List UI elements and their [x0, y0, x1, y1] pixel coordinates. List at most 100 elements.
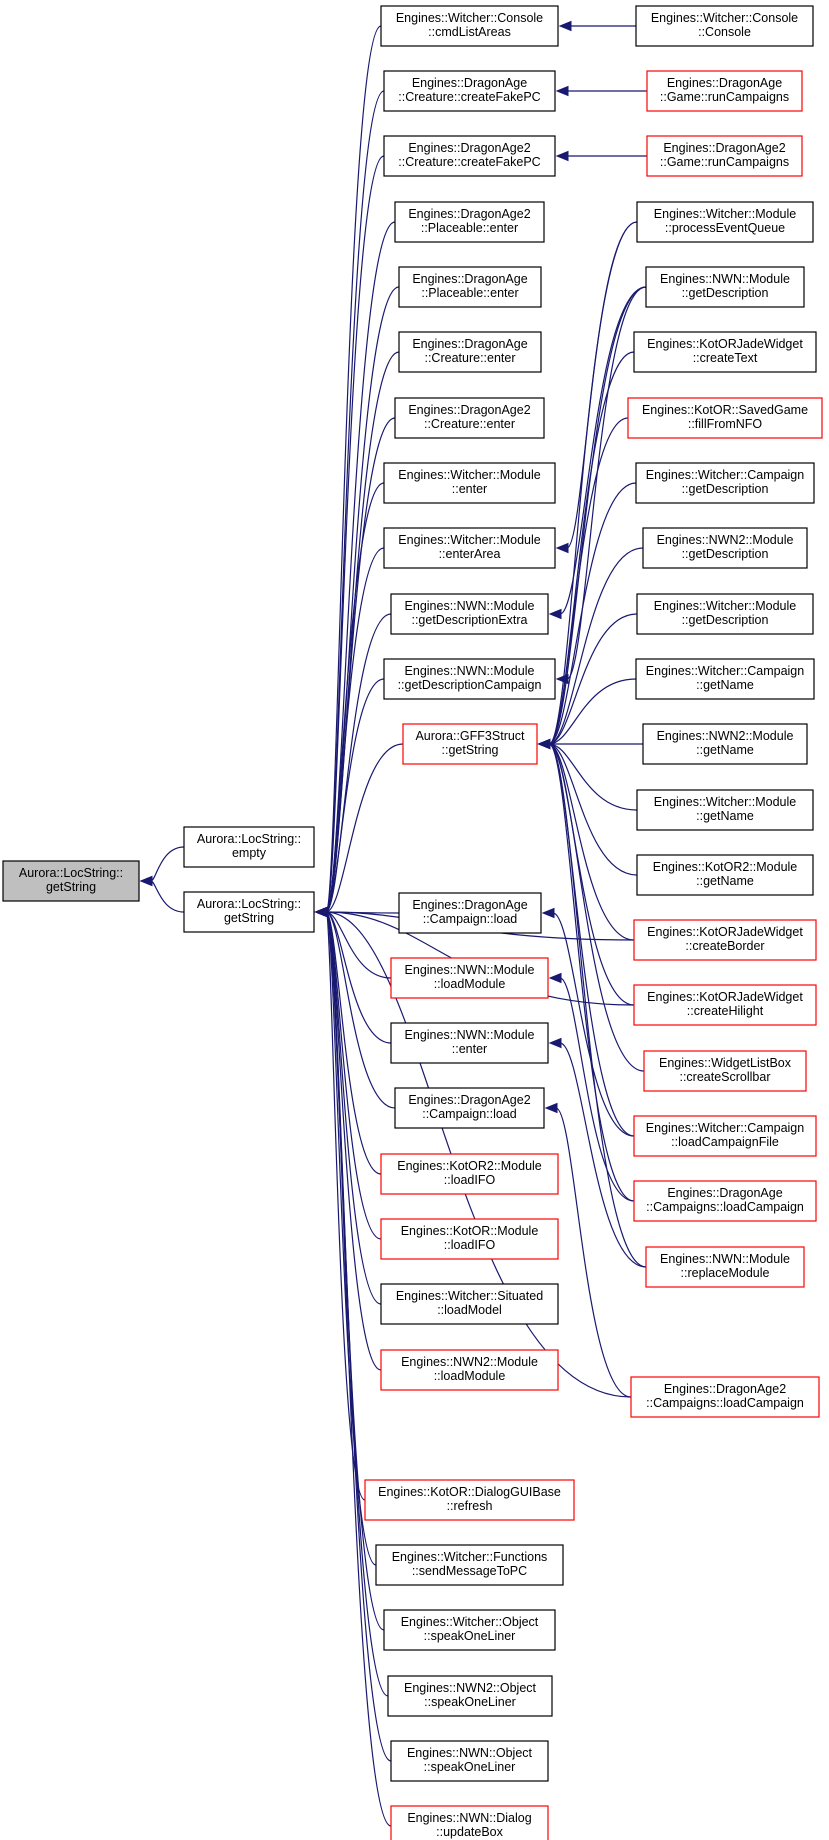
edge-nwn-dialog-updatebox-to-getstring [325, 911, 392, 1827]
node-box-witcher-campaign-getname [635, 658, 815, 700]
arrowhead-witcher-loadcampaignfile-to-da-campaign-load [541, 907, 555, 919]
node-da2-campaigns-loadcampaign[interactable]: Engines::DragonAge2::Campaigns::loadCamp… [630, 1376, 820, 1418]
node-kotor2-getname[interactable]: Engines::KotOR2::Module::getName [636, 854, 814, 896]
node-label-line1-kotor2-loadifo: Engines::KotOR2::Module [397, 1159, 542, 1173]
node-box-da2-creature-enter [394, 397, 545, 439]
node-kotor-loadifo[interactable]: Engines::KotOR::Module::loadIFO [380, 1218, 559, 1260]
node-widgetlistbox-createscrollbar[interactable]: Engines::WidgetListBox::createScrollbar [643, 1050, 807, 1092]
node-label-line1-nwn-dialog-updatebox: Engines::NWN::Dialog [407, 1811, 531, 1825]
node-witcher-loadcampaignfile[interactable]: Engines::Witcher::Campaign::loadCampaign… [633, 1115, 817, 1157]
node-kotorjade-createtext[interactable]: Engines::KotORJadeWidget::createText [633, 331, 817, 373]
edge-witcher-processeventqueue-to-gff3-getstring [548, 221, 638, 745]
node-box-witcher-module-enter [383, 462, 556, 504]
node-box-witcher-sendmessagetopc [375, 1544, 564, 1586]
node-box-da-runcampaigns [646, 70, 803, 112]
node-box-da2-createfakepc [383, 135, 556, 177]
node-nwn-getdescriptionextra[interactable]: Engines::NWN::Module::getDescriptionExtr… [390, 593, 549, 635]
node-da-createfakepc[interactable]: Engines::DragonAge::Creature::createFake… [383, 70, 556, 112]
node-box-witcher-speakoneliner [383, 1609, 556, 1651]
node-label-line1-witcher-loadcampaignfile: Engines::Witcher::Campaign [646, 1121, 804, 1135]
arrowhead-da2-campaigns-loadcampaign-to-da2-campaign-load [544, 1102, 558, 1114]
arrowhead-da2-campaigns-loadcampaign-to-getstring [314, 906, 328, 918]
node-label-line1-witcher-campaign-getdescription: Engines::Witcher::Campaign [646, 468, 804, 482]
node-nwn-loadmodule[interactable]: Engines::NWN::Module::loadModule [390, 957, 549, 999]
node-label-line1-getstring: Aurora::LocString:: [197, 897, 301, 911]
node-label-line2-nwn-getdescriptioncampaign: ::getDescriptionCampaign [398, 678, 542, 692]
node-witcher-module-getname[interactable]: Engines::Witcher::Module::getName [636, 789, 814, 831]
node-label-line1-nwn-getdescriptioncampaign: Engines::NWN::Module [405, 664, 535, 678]
node-label-line2-da2-createfakepc: ::Creature::createFakePC [398, 155, 540, 169]
edges [139, 20, 648, 1827]
node-nwn-module-enter[interactable]: Engines::NWN::Module::enter [390, 1022, 549, 1064]
node-label-line2-nwn-replacemodule: ::replaceModule [681, 1266, 770, 1280]
node-da2-placeable-enter[interactable]: Engines::DragonAge2::Placeable::enter [394, 201, 545, 243]
node-nwn2-getname[interactable]: Engines::NWN2::Module::getName [642, 723, 808, 765]
node-da-creature-enter[interactable]: Engines::DragonAge::Creature::enter [398, 331, 542, 373]
node-label-line2-nwn-speakoneliner: ::speakOneLiner [424, 1760, 516, 1774]
node-witcher-situated-loadmodel[interactable]: Engines::Witcher::Situated::loadModel [380, 1283, 559, 1325]
node-da2-createfakepc[interactable]: Engines::DragonAge2::Creature::createFak… [383, 135, 556, 177]
node-da-runcampaigns[interactable]: Engines::DragonAge::Game::runCampaigns [646, 70, 803, 112]
node-label-line2-getstring: getString [224, 911, 274, 925]
node-da2-runcampaigns[interactable]: Engines::DragonAge2::Game::runCampaigns [646, 135, 803, 177]
node-nwn2-loadmodule[interactable]: Engines::NWN2::Module::loadModule [380, 1349, 559, 1391]
node-label-line2-witcher-enterarea: ::enterArea [439, 547, 501, 561]
node-box-da2-campaign-load [394, 1087, 545, 1129]
node-label-line1-witcher-speakoneliner: Engines::Witcher::Object [401, 1615, 539, 1629]
node-label-line1-witcher-module-getname: Engines::Witcher::Module [654, 795, 796, 809]
node-label-line2-kotor2-loadifo: ::loadIFO [444, 1173, 496, 1187]
node-cmdlistareas[interactable]: Engines::Witcher::Console::cmdListAreas [380, 5, 559, 47]
edge-da2-campaigns-loadcampaign-to-da2-campaign-load [555, 1107, 632, 1398]
node-witcher-campaign-getname[interactable]: Engines::Witcher::Campaign::getName [635, 658, 815, 700]
node-witcher-speakoneliner[interactable]: Engines::Witcher::Object::speakOneLiner [383, 1609, 556, 1651]
node-kotor-savedgame-fillfromnfo[interactable]: Engines::KotOR::SavedGame::fillFromNFO [627, 397, 823, 439]
node-witcher-module-getdescription[interactable]: Engines::Witcher::Module::getDescription [636, 593, 814, 635]
node-label-line2-kotor2-getname: ::getName [696, 874, 754, 888]
node-box-kotor-loadifo [380, 1218, 559, 1260]
node-label-line1-gff3-getstring: Aurora::GFF3Struct [415, 729, 525, 743]
edge-da-campaigns-loadcampaign-to-gff3-getstring [548, 743, 635, 1202]
node-label-line2-da-createfakepc: ::Creature::createFakePC [398, 90, 540, 104]
node-nwn2-speakoneliner[interactable]: Engines::NWN2::Object::speakOneLiner [387, 1675, 553, 1717]
node-kotorjade-createborder[interactable]: Engines::KotORJadeWidget::createBorder [633, 919, 817, 961]
node-witcher-module-enter[interactable]: Engines::Witcher::Module::enter [383, 462, 556, 504]
node-kotor2-loadifo[interactable]: Engines::KotOR2::Module::loadIFO [380, 1153, 559, 1195]
node-empty[interactable]: Aurora::LocString::empty [183, 826, 315, 868]
node-label-line2-da-placeable-enter: ::Placeable::enter [421, 286, 518, 300]
arrowhead-getstring-to-root [139, 875, 153, 887]
node-da-placeable-enter[interactable]: Engines::DragonAge::Placeable::enter [398, 266, 542, 308]
node-nwn-dialog-updatebox[interactable]: Engines::NWN::Dialog::updateBox [390, 1805, 549, 1840]
node-box-witcher-situated-loadmodel [380, 1283, 559, 1325]
node-witcher-sendmessagetopc[interactable]: Engines::Witcher::Functions::sendMessage… [375, 1544, 564, 1586]
node-witcher-processeventqueue[interactable]: Engines::Witcher::Module::processEventQu… [636, 201, 814, 243]
node-witcher-enterarea[interactable]: Engines::Witcher::Module::enterArea [383, 527, 556, 569]
node-nwn-replacemodule[interactable]: Engines::NWN::Module::replaceModule [645, 1246, 805, 1288]
node-label-line1-nwn-module-enter: Engines::NWN::Module [405, 1028, 535, 1042]
node-label-line2-kotorjade-createhilight: ::createHilight [687, 1004, 764, 1018]
node-label-line1-da-creature-enter: Engines::DragonAge [412, 337, 527, 351]
node-getstring[interactable]: Aurora::LocString::getString [183, 891, 315, 933]
node-root[interactable]: Aurora::LocString::getString [2, 860, 140, 902]
node-witcherconsole[interactable]: Engines::Witcher::Console::Console [635, 5, 814, 47]
node-kotorjade-createhilight[interactable]: Engines::KotORJadeWidget::createHilight [633, 984, 817, 1026]
node-da2-campaign-load[interactable]: Engines::DragonAge2::Campaign::load [394, 1087, 545, 1129]
node-da-campaigns-loadcampaign[interactable]: Engines::DragonAge::Campaigns::loadCampa… [633, 1180, 817, 1222]
node-box-kotorjade-createborder [633, 919, 817, 961]
node-da2-creature-enter[interactable]: Engines::DragonAge2::Creature::enter [394, 397, 545, 439]
node-kotor-dialog-refresh[interactable]: Engines::KotOR::DialogGUIBase::refresh [364, 1479, 575, 1521]
node-label-line1-kotor-savedgame-fillfromnfo: Engines::KotOR::SavedGame [642, 403, 808, 417]
node-box-nwn-speakoneliner [390, 1740, 549, 1782]
node-witcher-campaign-getdescription[interactable]: Engines::Witcher::Campaign::getDescripti… [635, 462, 815, 504]
node-box-nwn2-loadmodule [380, 1349, 559, 1391]
node-box-widgetlistbox-createscrollbar [643, 1050, 807, 1092]
node-nwn2-getdescription[interactable]: Engines::NWN2::Module::getDescription [642, 527, 808, 569]
node-gff3-getstring[interactable]: Aurora::GFF3Struct::getString [402, 723, 538, 765]
node-label-line2-nwn2-getdescription: ::getDescription [682, 547, 769, 561]
node-nwn-speakoneliner[interactable]: Engines::NWN::Object::speakOneLiner [390, 1740, 549, 1782]
node-box-kotorjade-createtext [633, 331, 817, 373]
arrowhead-nwn-replacemodule-to-nwn-module-enter [548, 1037, 562, 1049]
node-da-campaign-load[interactable]: Engines::DragonAge::Campaign::load [398, 892, 542, 934]
node-nwn-getdescriptioncampaign[interactable]: Engines::NWN::Module::getDescriptionCamp… [383, 658, 556, 700]
node-nwn-getdescription[interactable]: Engines::NWN::Module::getDescription [645, 266, 805, 308]
